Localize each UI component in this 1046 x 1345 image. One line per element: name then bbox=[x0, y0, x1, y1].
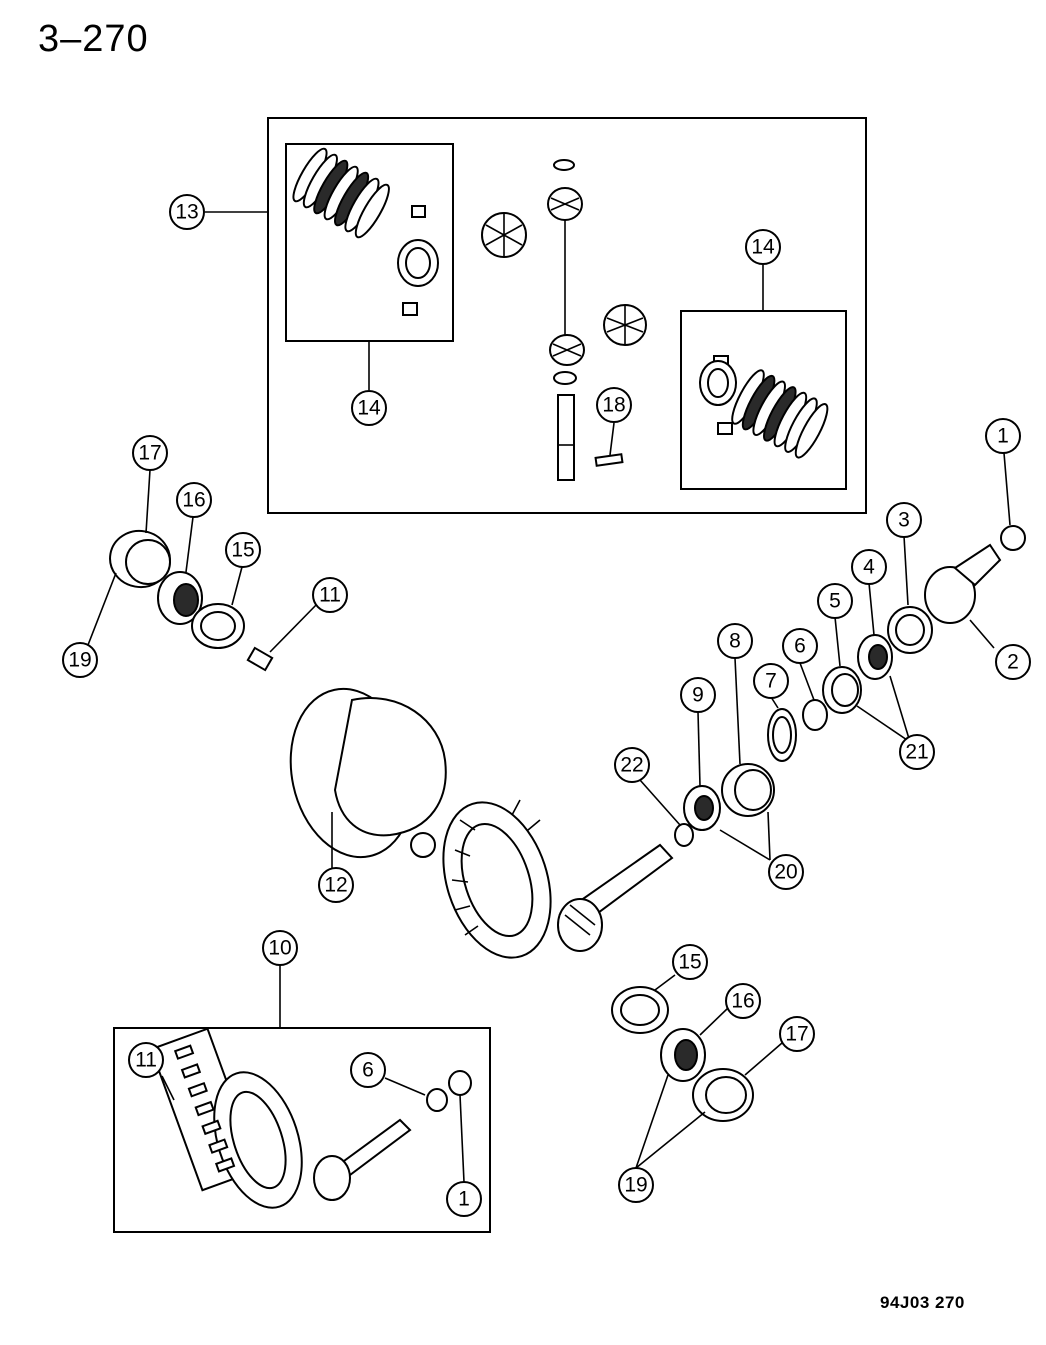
callout-17-lower: 17 bbox=[779, 1016, 815, 1052]
callout-6-mid: 6 bbox=[782, 628, 818, 664]
ring-gear bbox=[442, 799, 552, 959]
svg-text:15: 15 bbox=[678, 951, 701, 974]
svg-text:11: 11 bbox=[135, 1049, 157, 1072]
svg-text:4: 4 bbox=[863, 556, 875, 579]
drive-pinion bbox=[557, 843, 674, 952]
figure-code: 94J03 270 bbox=[880, 1293, 965, 1312]
callout-12: 12 bbox=[318, 867, 354, 903]
bearing-set-upper bbox=[109, 529, 274, 672]
pinion-bearings bbox=[674, 606, 933, 847]
callout-15-lower: 15 bbox=[672, 944, 708, 980]
svg-text:16: 16 bbox=[731, 990, 754, 1013]
callout-15-upper: 15 bbox=[225, 532, 261, 568]
callout-3: 3 bbox=[886, 502, 922, 538]
callout-20: 20 bbox=[768, 854, 804, 890]
callout-1-kit: 1 bbox=[446, 1181, 482, 1217]
differential-kit-frame bbox=[267, 117, 867, 514]
svg-text:21: 21 bbox=[905, 741, 928, 764]
pinion-gears bbox=[481, 159, 647, 481]
svg-text:14: 14 bbox=[751, 236, 775, 259]
callout-17-upper: 17 bbox=[132, 435, 168, 471]
svg-text:10: 10 bbox=[268, 937, 291, 960]
callout-22: 22 bbox=[614, 747, 650, 783]
callout-10: 10 bbox=[262, 930, 298, 966]
callout-21: 21 bbox=[899, 734, 935, 770]
callout-9: 9 bbox=[680, 677, 716, 713]
svg-text:1: 1 bbox=[997, 425, 1009, 448]
ring-pinion-kit-frame bbox=[113, 1027, 491, 1233]
svg-text:2: 2 bbox=[1007, 651, 1019, 674]
page-number: 3–270 bbox=[38, 18, 149, 60]
svg-text:12: 12 bbox=[324, 874, 347, 897]
leader-lines bbox=[87, 211, 1011, 1183]
clutch-pack-left bbox=[292, 147, 439, 316]
svg-text:14: 14 bbox=[357, 397, 381, 420]
callout-14-right: 14 bbox=[745, 229, 781, 265]
bearing-set-lower bbox=[611, 986, 754, 1122]
pinion-yoke bbox=[924, 525, 1026, 624]
clutch-pack-right bbox=[699, 355, 829, 459]
svg-text:16: 16 bbox=[182, 489, 205, 512]
callout-19-upper: 19 bbox=[62, 642, 98, 678]
callout-6-kit: 6 bbox=[350, 1052, 386, 1088]
callout-18: 18 bbox=[596, 387, 632, 423]
svg-text:7: 7 bbox=[765, 670, 777, 693]
svg-text:17: 17 bbox=[785, 1023, 808, 1046]
callout-11-bolt: 11 bbox=[312, 577, 348, 613]
svg-text:5: 5 bbox=[829, 590, 841, 613]
svg-text:15: 15 bbox=[231, 539, 254, 562]
svg-text:6: 6 bbox=[362, 1059, 374, 1082]
callout-14-left: 14 bbox=[351, 390, 387, 426]
callout-1-top: 1 bbox=[985, 418, 1021, 454]
svg-text:3: 3 bbox=[898, 509, 910, 532]
callout-19-lower: 19 bbox=[618, 1167, 654, 1203]
svg-text:6: 6 bbox=[794, 635, 806, 658]
svg-text:17: 17 bbox=[138, 442, 161, 465]
callout-16-lower: 16 bbox=[725, 983, 761, 1019]
differential-case bbox=[289, 687, 447, 859]
svg-text:19: 19 bbox=[68, 649, 91, 672]
callout-7: 7 bbox=[753, 663, 789, 699]
ring-pinion-kit-parts bbox=[173, 1044, 472, 1209]
callout-11-kit: 11 bbox=[128, 1042, 164, 1078]
callout-8: 8 bbox=[717, 623, 753, 659]
callout-2: 2 bbox=[995, 644, 1031, 680]
svg-text:9: 9 bbox=[692, 684, 704, 707]
callout-5: 5 bbox=[817, 583, 853, 619]
svg-text:8: 8 bbox=[729, 630, 741, 653]
svg-text:20: 20 bbox=[774, 861, 797, 884]
svg-text:13: 13 bbox=[175, 201, 198, 224]
svg-text:19: 19 bbox=[624, 1174, 647, 1197]
svg-text:11: 11 bbox=[319, 584, 341, 607]
callout-4: 4 bbox=[851, 549, 887, 585]
svg-text:18: 18 bbox=[602, 394, 625, 417]
svg-text:22: 22 bbox=[620, 754, 643, 777]
callout-16-upper: 16 bbox=[176, 482, 212, 518]
svg-text:1: 1 bbox=[458, 1188, 470, 1211]
callout-13: 13 bbox=[169, 194, 205, 230]
